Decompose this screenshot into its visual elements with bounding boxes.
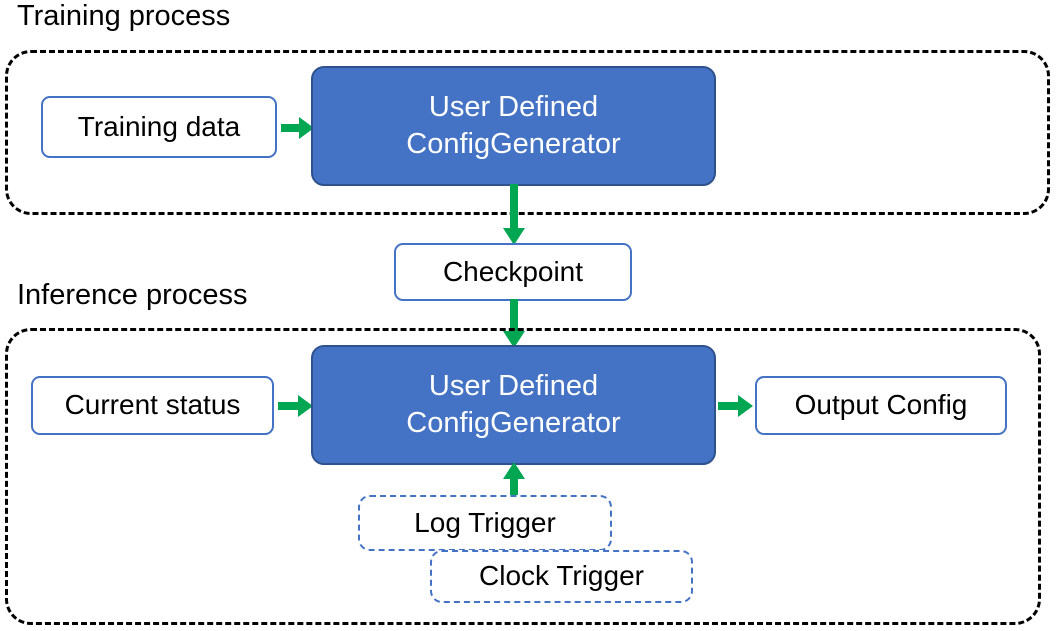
- training-process-group: [5, 50, 1050, 215]
- arrow-training-data-to-generator: [281, 113, 315, 143]
- inference-process-group: [5, 328, 1041, 625]
- node-current-status-label: Current status: [64, 389, 241, 421]
- node-training-config-generator[interactable]: User Defined ConfigGenerator: [311, 66, 716, 186]
- node-inference-config-generator[interactable]: User Defined ConfigGenerator: [311, 345, 716, 465]
- node-training-data[interactable]: Training data: [41, 96, 277, 158]
- node-training-data-label: Training data: [77, 110, 241, 142]
- node-output-config[interactable]: Output Config: [755, 376, 1007, 435]
- arrow-generator-to-output-config: [718, 391, 754, 421]
- arrow-training-generator-to-checkpoint: [499, 184, 529, 246]
- node-inference-config-generator-line2: ConfigGenerator: [406, 407, 621, 439]
- node-clock-trigger[interactable]: Clock Trigger: [430, 550, 693, 603]
- inference-process-label: Inference process: [14, 281, 251, 310]
- node-log-trigger-label: Log Trigger: [414, 506, 556, 538]
- arrow-current-status-to-generator: [278, 391, 314, 421]
- node-checkpoint-label: Checkpoint: [442, 255, 584, 287]
- arrow-triggers-to-generator: [499, 462, 529, 504]
- node-clock-trigger-label: Clock Trigger: [479, 560, 644, 592]
- node-output-config-label: Output Config: [794, 389, 968, 421]
- node-inference-config-generator-line1: User Defined: [428, 369, 599, 402]
- node-current-status[interactable]: Current status: [31, 376, 274, 435]
- node-checkpoint[interactable]: Checkpoint: [394, 243, 632, 301]
- arrow-checkpoint-to-inference-generator: [499, 299, 529, 349]
- node-training-config-generator-line1: User Defined: [428, 90, 599, 123]
- training-process-label: Training process: [14, 2, 234, 31]
- node-log-trigger[interactable]: Log Trigger: [358, 495, 612, 551]
- node-training-config-generator-line2: ConfigGenerator: [406, 128, 621, 160]
